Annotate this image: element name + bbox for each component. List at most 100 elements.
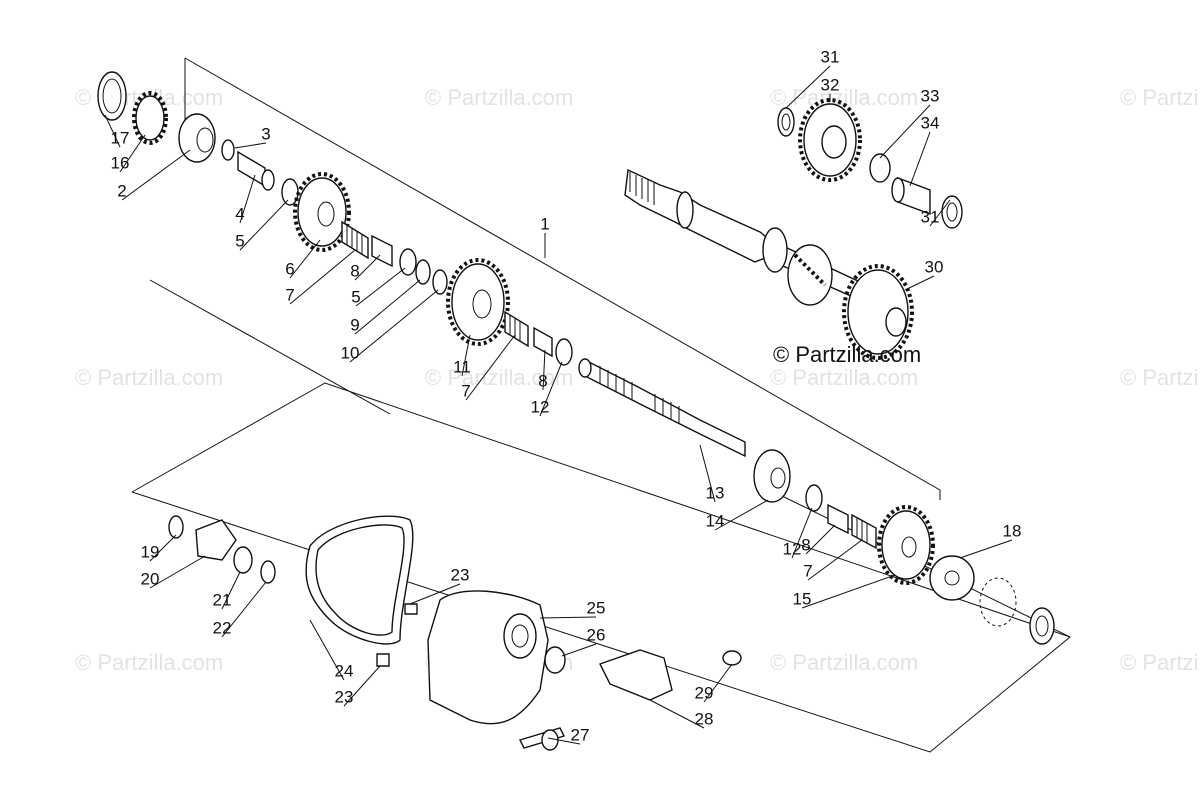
- leader-line: [309, 619, 345, 681]
- callout-label: 23: [335, 687, 354, 706]
- leader-line: [461, 334, 471, 377]
- callout-label: 26: [587, 625, 606, 644]
- watermark-text: © Partzilla.com: [75, 365, 223, 390]
- leader-line: [221, 581, 267, 638]
- callout-label: 19: [141, 542, 160, 561]
- leader-line: [221, 571, 241, 610]
- callout-label: 17: [111, 128, 130, 147]
- leader-line: [714, 499, 769, 531]
- bushing-8b: [533, 326, 553, 358]
- callout-label: 32: [821, 75, 840, 94]
- watermark-text: © Partzilla.com: [1120, 85, 1200, 110]
- callout-label: 2: [117, 181, 126, 200]
- leader-line: [929, 199, 951, 227]
- callout-label: 16: [111, 153, 130, 172]
- gear-16: [135, 95, 165, 141]
- leader-line: [354, 254, 381, 281]
- leader-line: [289, 239, 321, 279]
- leader-line: [119, 134, 146, 173]
- callout-label: 13: [706, 483, 725, 502]
- callout-label: 28: [695, 709, 714, 728]
- leader-line: [149, 534, 177, 562]
- leader-line: [343, 665, 381, 707]
- bearing-4: [237, 150, 266, 188]
- clip-22: [260, 560, 276, 584]
- lock-9: [415, 259, 431, 285]
- leader-line: [561, 643, 597, 657]
- cover-25: [427, 590, 549, 725]
- leader-line: [149, 555, 206, 589]
- leader-lines: [104, 65, 1013, 745]
- callout-label: 1: [540, 214, 549, 233]
- leader-line: [805, 524, 836, 555]
- gear-15: [881, 510, 931, 580]
- leader-line: [234, 142, 267, 149]
- sensor-28: [599, 649, 673, 701]
- leader-line: [785, 65, 831, 109]
- callout-label: 22: [213, 618, 232, 637]
- mainshaft-13: [578, 358, 746, 458]
- leader-line: [699, 444, 716, 503]
- dog-14: [753, 449, 791, 503]
- callout-label: 7: [803, 561, 812, 580]
- pin-23b: [376, 653, 390, 667]
- callout-label: 25: [587, 598, 606, 617]
- leader-line: [239, 174, 256, 224]
- leader-line: [959, 539, 1013, 559]
- callout-label: 15: [793, 589, 812, 608]
- callout-label: 31: [921, 207, 940, 226]
- callout-label: 14: [706, 511, 725, 530]
- leader-line: [904, 275, 935, 291]
- callout-label: 3: [261, 124, 270, 143]
- watermark-text: © Partzilla.com: [425, 365, 573, 390]
- bushing-8a: [371, 234, 393, 268]
- seal-26: [544, 646, 566, 674]
- callout-label: 20: [141, 569, 160, 588]
- callout-label: 34: [921, 113, 940, 132]
- leader-line: [801, 574, 896, 609]
- screw-29: [722, 650, 742, 666]
- washer-12a: [555, 338, 573, 366]
- washer-21: [233, 546, 253, 574]
- callout-label: 12: [783, 539, 802, 558]
- leader-line: [807, 539, 863, 581]
- nut-20: [195, 519, 237, 561]
- leader-line: [239, 199, 289, 251]
- pin-23a: [404, 603, 418, 615]
- watermark-text: © Partzilla.com: [1120, 365, 1200, 390]
- callout-label: 6: [285, 259, 294, 278]
- watermark-text: © Partzilla.com: [425, 85, 573, 110]
- bearing-7a: [341, 220, 369, 260]
- leader-line: [539, 361, 563, 417]
- leader-line: [547, 737, 581, 745]
- callout-label: 9: [350, 315, 359, 334]
- callout-label: 29: [695, 683, 714, 702]
- callout-labels: 1234556777888910111212131415161718192021…: [111, 47, 1022, 744]
- leader-line: [649, 699, 705, 729]
- callout-label: 8: [350, 261, 359, 280]
- bushing-8c: [827, 503, 849, 535]
- leader-line: [121, 149, 191, 201]
- leader-line: [355, 267, 406, 307]
- leader-line: [104, 114, 121, 148]
- watermark-text: © Partzilla.com: [75, 650, 223, 675]
- countershaft-assembly: [624, 168, 914, 360]
- callout-label: 24: [335, 661, 354, 680]
- callout-label: 7: [461, 381, 470, 400]
- washer-5: [281, 178, 299, 206]
- bearing-7c: [851, 513, 877, 550]
- leader-line: [409, 583, 461, 605]
- washer-10: [432, 269, 448, 295]
- callout-label: 10: [341, 343, 360, 362]
- callout-label: 8: [538, 371, 547, 390]
- leader-line: [354, 279, 421, 335]
- mainshaft-parts: [97, 71, 573, 366]
- watermark-text: © Partzilla.com: [770, 650, 918, 675]
- leader-line: [542, 349, 546, 391]
- callout-label: 18: [1003, 521, 1022, 540]
- ring-17: [97, 71, 127, 121]
- clip-19: [168, 515, 184, 539]
- bearing-7b: [504, 310, 529, 348]
- callout-label: 8: [801, 535, 810, 554]
- washer-5b: [399, 248, 417, 276]
